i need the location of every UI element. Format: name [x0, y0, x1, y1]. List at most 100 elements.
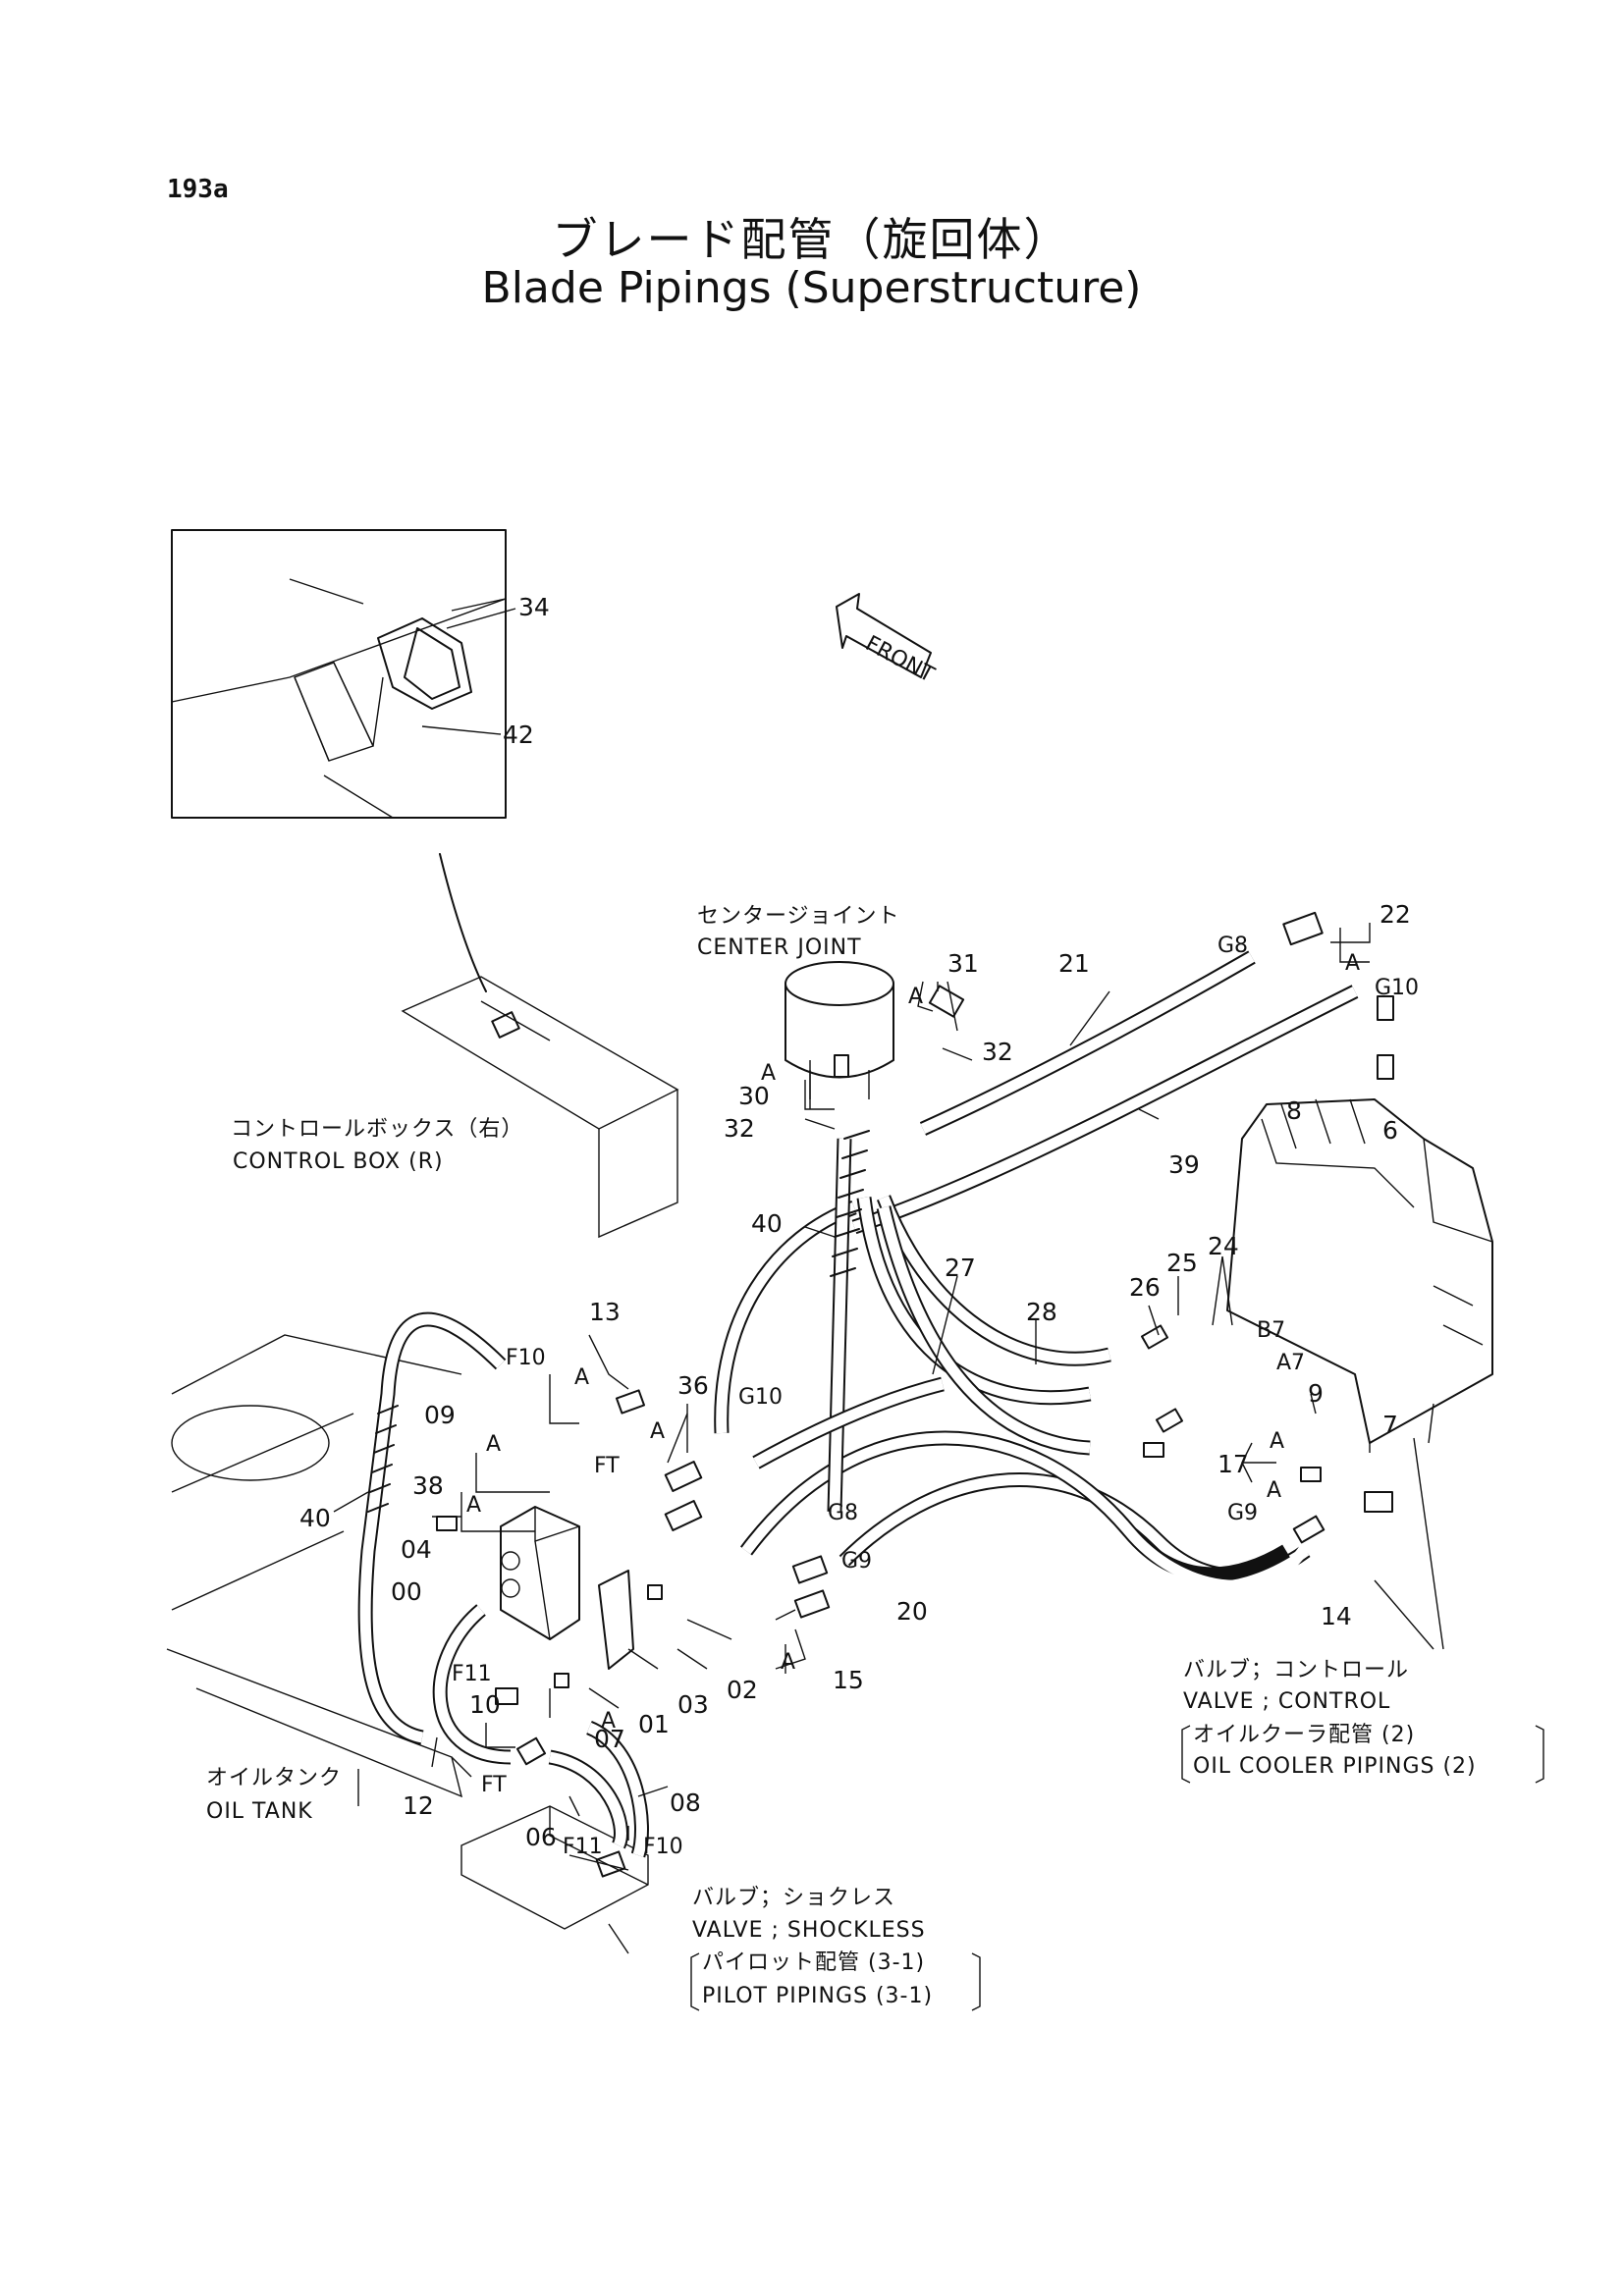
distribution-block	[500, 1506, 634, 1670]
a-mark: A	[1345, 951, 1360, 976]
oil-cooler-caption-en: OIL COOLER PIPINGS (2)	[1193, 1754, 1477, 1779]
oil-tank	[166, 1334, 472, 1798]
part-12-label: 12	[403, 1791, 434, 1820]
title-japanese: ブレード配管（旋回体）	[552, 213, 1071, 266]
a-mark: A	[601, 1709, 616, 1734]
leader-lines	[333, 608, 1444, 1841]
port-ft-lower: FT	[481, 1773, 507, 1797]
center-joint	[784, 961, 894, 1099]
part-08-label: 08	[670, 1789, 701, 1817]
part-32b-label: 32	[724, 1114, 755, 1143]
port-g8-upper: G8	[1217, 934, 1248, 958]
port-ft-upper: FT	[594, 1454, 620, 1478]
part-38-label: 38	[412, 1471, 444, 1500]
part-34-label: 34	[518, 593, 550, 621]
front-label: FRONT	[861, 631, 939, 688]
a-mark: A	[486, 1432, 501, 1457]
part-7-label: 7	[1382, 1411, 1398, 1439]
spiral-guard-upper	[830, 1130, 870, 1277]
page-number: 193a	[167, 175, 229, 204]
part-39-label: 39	[1168, 1150, 1200, 1179]
a-mark: A	[908, 985, 923, 1009]
control-box	[401, 976, 679, 1239]
part-07-label: 07	[594, 1725, 625, 1753]
part-8-label: 8	[1286, 1096, 1302, 1125]
port-g9-right: G9	[1227, 1501, 1258, 1525]
port-g8-lower: G8	[828, 1501, 858, 1525]
part-17-label: 17	[1217, 1450, 1249, 1478]
part-22-label: 22	[1380, 900, 1411, 929]
part-27-label: 27	[945, 1254, 976, 1282]
hoses	[357, 950, 1359, 1858]
a-mark: A	[761, 1061, 776, 1086]
port-f11-upper: F11	[452, 1662, 492, 1686]
port-g10-upper: G10	[1375, 976, 1419, 1000]
shockless-valve	[460, 1805, 649, 1954]
a-mark: A	[466, 1493, 481, 1518]
pilot-caption-ja: パイロット配管 (3-1)	[702, 1950, 925, 1975]
inset-leader	[439, 853, 487, 992]
fittings	[436, 911, 1394, 1878]
part-02-label: 02	[727, 1676, 758, 1704]
spiral-guard-lower	[367, 1405, 399, 1513]
a-mark: A	[1267, 1478, 1281, 1503]
caption-brackets	[357, 1725, 1544, 2011]
valve-control-caption-en: VALVE ; CONTROL	[1183, 1689, 1390, 1714]
part-6-label: 6	[1382, 1116, 1398, 1145]
part-31-label: 31	[947, 949, 979, 978]
part-00-label: 00	[391, 1577, 422, 1606]
part-28-label: 28	[1026, 1298, 1057, 1326]
part-labels: 34 42 22 21 31 32 30 32 39 40 27 28 26 2…	[299, 593, 1411, 1851]
captions: センタージョイント CENTER JOINT コントロールボックス（右） CON…	[206, 904, 1477, 2008]
part-32a-label: 32	[982, 1038, 1013, 1066]
part-14-label: 14	[1321, 1602, 1352, 1630]
part-26-label: 26	[1129, 1273, 1161, 1302]
a-mark-labels: A A A A A A A A A A A	[466, 951, 1360, 1734]
part-36-label: 36	[677, 1371, 709, 1400]
part-40a-label: 40	[751, 1209, 783, 1238]
control-box-caption-en: CONTROL BOX (R)	[233, 1149, 444, 1174]
center-joint-caption-en: CENTER JOINT	[697, 935, 862, 960]
center-joint-caption-ja: センタージョイント	[697, 904, 900, 929]
part-10-label: 10	[469, 1690, 501, 1719]
a-mark: A	[650, 1419, 665, 1444]
port-g10-lower: G10	[738, 1385, 783, 1410]
port-labels: G8 G10 G10 G8 G9 G9 B7 A7 F10 FT F11 FT …	[452, 934, 1419, 1859]
port-f11-lower: F11	[563, 1835, 603, 1859]
part-06-label: 06	[525, 1823, 557, 1851]
valve-control-caption-ja: バルブ；コントロール	[1183, 1658, 1409, 1682]
part-9-label: 9	[1308, 1379, 1324, 1408]
port-g9-lower: G9	[841, 1549, 872, 1574]
port-a7: A7	[1276, 1351, 1305, 1375]
part-40b-label: 40	[299, 1504, 331, 1532]
port-f10-upper: F10	[506, 1346, 546, 1370]
title-english: Blade Pipings (Superstructure)	[481, 263, 1142, 313]
part-03-label: 03	[677, 1690, 709, 1719]
control-valve-block	[1226, 1098, 1493, 1453]
oil-tank-caption-en: OIL TANK	[206, 1799, 313, 1824]
part-04-label: 04	[401, 1535, 432, 1564]
front-arrow: FRONT	[836, 593, 939, 688]
port-b7: B7	[1257, 1318, 1285, 1343]
inset-detail	[171, 529, 507, 819]
oil-cooler-caption-ja: オイルクーラ配管 (2)	[1193, 1723, 1415, 1747]
pilot-caption-en: PILOT PIPINGS (3-1)	[702, 1984, 933, 2008]
a-mark: A	[781, 1650, 795, 1675]
part-24-label: 24	[1208, 1232, 1239, 1260]
part-21-label: 21	[1058, 949, 1090, 978]
a-brackets	[460, 928, 1370, 1748]
valve-shockless-caption-ja: バルブ；ショクレス	[692, 1886, 895, 1910]
part-09-label: 09	[424, 1401, 456, 1429]
part-15-label: 15	[833, 1666, 864, 1694]
part-13-label: 13	[589, 1298, 621, 1326]
oil-tank-caption-ja: オイルタンク	[206, 1766, 342, 1790]
control-box-caption-ja: コントロールボックス（右）	[231, 1117, 523, 1142]
part-01-label: 01	[638, 1710, 670, 1738]
a-mark: A	[1270, 1429, 1284, 1454]
part-20-label: 20	[896, 1597, 928, 1626]
a-mark: A	[574, 1365, 589, 1390]
part-42-label: 42	[503, 721, 534, 749]
valve-shockless-caption-en: VALVE ; SHOCKLESS	[692, 1918, 926, 1943]
